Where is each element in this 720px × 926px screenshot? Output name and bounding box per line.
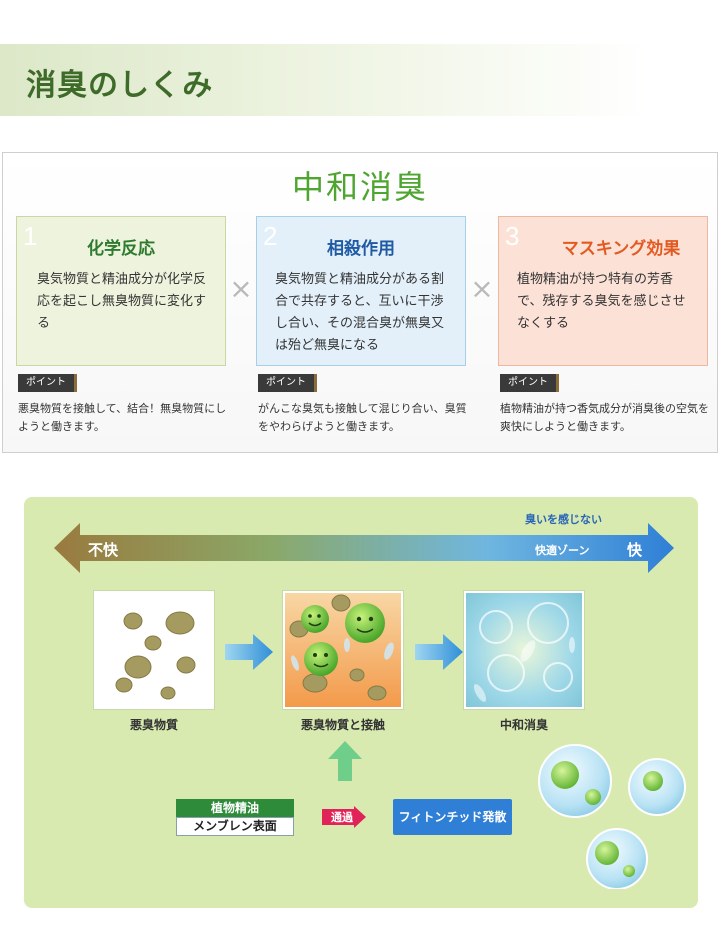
card-offsetting-action: 2 相殺作用 臭気物質と精油成分がある割合で共存すると、互いに干渉し合い、その混…	[256, 216, 466, 366]
card-chemical-reaction: 1 化学反応 臭気物質と精油成分が化学反応を起こし無臭物質に変化する	[16, 216, 226, 366]
scale-right-label: 快	[627, 541, 643, 559]
plant-oil-label: 植物精油	[176, 799, 294, 817]
membrane-surface-label: メンブレン表面	[176, 817, 294, 836]
section-title-bar	[0, 44, 720, 116]
card-heading: マスキング効果	[561, 239, 681, 259]
stage-label: 中和消臭	[499, 718, 548, 732]
point-badge: ポイント	[18, 374, 77, 392]
neutralized-icon	[464, 591, 584, 709]
card-number: 2	[263, 221, 278, 251]
section-title: 消臭のしくみ	[26, 68, 214, 103]
pass-arrow-icon	[322, 806, 366, 828]
flow-arrow-icon	[225, 634, 273, 670]
card-number: 3	[505, 221, 520, 251]
odor-particles-icon	[94, 591, 214, 709]
multiply-icon: ×	[229, 272, 253, 305]
card-body: 臭気物質と精油成分が化学反応を起こし無臭物質に変化する	[37, 272, 207, 331]
scale-zone-label: 快適ゾーン	[535, 544, 590, 557]
stage-label: 悪臭物質と接触	[300, 718, 385, 732]
card-body: 植物精油が持つ特有の芳香で、残存する臭気を感じさせなくする	[517, 272, 686, 331]
card-heading: 化学反応	[87, 239, 155, 259]
card-masking-effect: 3 マスキング効果 植物精油が持つ特有の芳香で、残存する臭気を感じさせなくする	[498, 216, 708, 366]
pass-label: 通過	[331, 811, 353, 824]
card-heading: 相殺作用	[327, 239, 395, 259]
card-number: 1	[23, 221, 38, 251]
card-body: 臭気物質と精油成分がある割合で共存すると、互いに干渉し合い、その混合臭が無臭又は…	[275, 272, 445, 353]
multiply-icon: ×	[470, 272, 494, 305]
contact-reaction-icon	[283, 591, 403, 709]
point-badge: ポイント	[500, 374, 559, 392]
up-arrow-icon	[328, 741, 362, 781]
point-text: 植物精油が持つ香気成分が消臭後の空気を爽快にしようと働きます。	[500, 402, 709, 433]
scale-left-label: 不快	[88, 541, 119, 559]
phytoncide-bubbles-icon	[538, 744, 686, 889]
panel-title: 中和消臭	[291, 168, 428, 206]
point-text: がんこな臭気も接触して混じり合い、臭質をやわらげようと働きます。	[258, 402, 467, 433]
stage-label: 悪臭物質	[129, 718, 178, 732]
comfort-scale-arrow	[54, 523, 674, 573]
phytoncide-release-label: フィトンチッド発散	[393, 799, 512, 835]
flow-arrow-icon	[415, 634, 463, 670]
scale-top-label: 臭いを感じない	[525, 513, 602, 526]
point-badge: ポイント	[258, 374, 317, 392]
point-text: 悪臭物質を接触して、結合！無臭物質にしようと働きます。	[18, 402, 227, 433]
